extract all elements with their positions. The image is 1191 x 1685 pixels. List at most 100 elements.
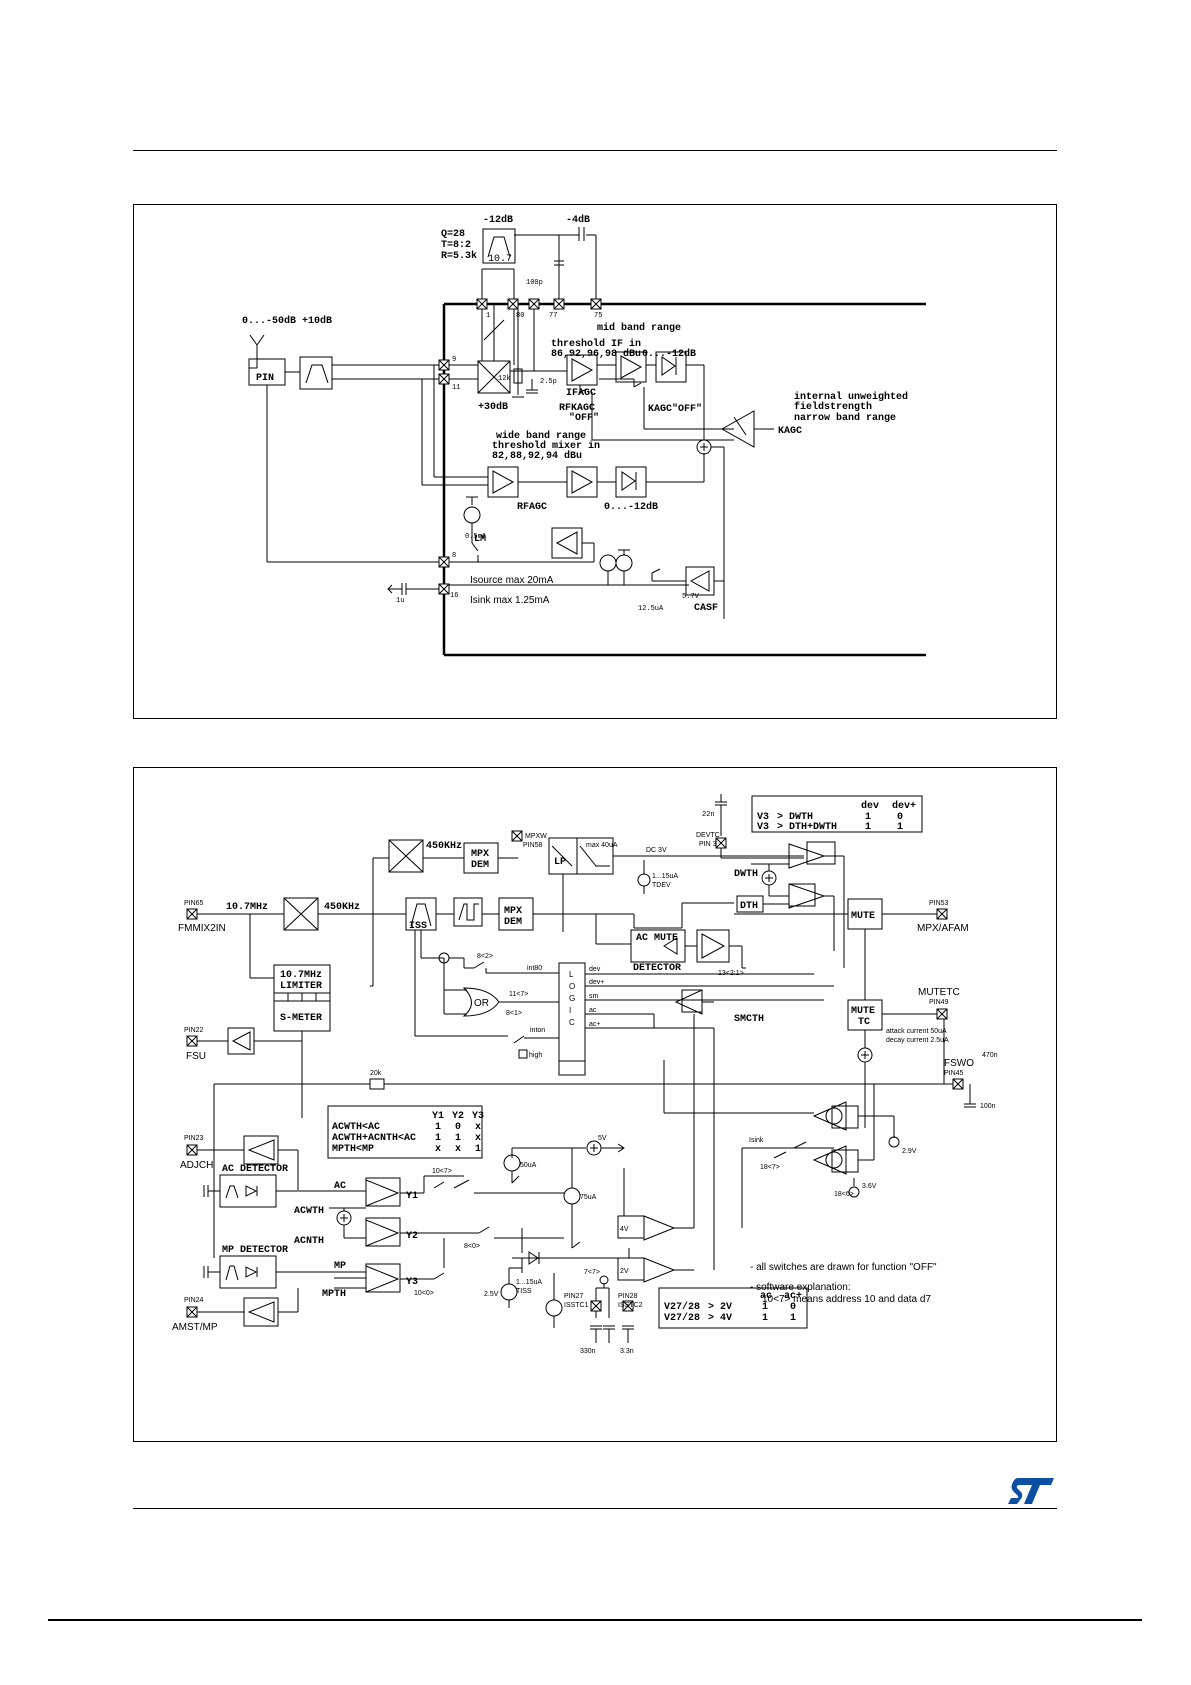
f450-top-label: 450KHz	[426, 841, 462, 852]
devtc-pin-label: PIN 3	[699, 841, 717, 848]
ac-table-r1-c3: 1	[762, 1302, 768, 1313]
attack-current-label: attack current 50uA	[886, 1028, 947, 1035]
footer-rule	[133, 1508, 1057, 1509]
note-1: - all switches are drawn for function "O…	[750, 1262, 937, 1273]
dc-3v-label: DC 3V	[646, 847, 667, 854]
mp-label: MP	[334, 1261, 346, 1272]
casf-label: CASF	[694, 603, 718, 614]
ifagc-label: IFAGC	[566, 388, 596, 399]
pin27-label: PIN27	[564, 1293, 584, 1300]
ac-table-r1-c2: > 2V	[708, 1302, 732, 1313]
note-3: 10<7> means address 10 and data d7	[762, 1294, 931, 1305]
or-gate-label: OR	[474, 998, 489, 1009]
y-table-r3-cond: MPTH<MP	[332, 1144, 374, 1155]
adjch-label: ADJCH	[180, 1160, 213, 1171]
mpth-label: MPTH	[322, 1289, 346, 1300]
wide-band-label-2: threshold mixer in	[492, 440, 600, 452]
ac-mute-label: AC MUTE	[636, 933, 678, 944]
ac-table-r2-c1: V27/28	[664, 1312, 700, 1324]
logic-out-acplus: ac+	[589, 1021, 600, 1028]
cap-33n-label: 3.3n	[620, 1348, 634, 1355]
logic-c: C	[569, 1018, 575, 1027]
y-table-r2-y2: 1	[455, 1133, 461, 1144]
rfkagc-off-label: "OFF"	[569, 412, 599, 424]
ac-table-header-ac: ac	[760, 1291, 772, 1302]
decay-current-label: decay current 2.5uA	[886, 1037, 949, 1044]
pin28-label: PIN28	[618, 1293, 638, 1300]
lm-label: LM	[474, 534, 486, 545]
agc-block-diagram-panel: -12dB Q=28 T=8:2 R=5.3k 10.7 -4dB 100p 1…	[133, 204, 1057, 719]
y-table-r1-y2: 0	[455, 1122, 461, 1133]
kagc-off-label: KAGC"OFF"	[648, 403, 702, 415]
mpx-dem-top-2: DEM	[471, 860, 489, 871]
internal-label-2: fieldstrength	[794, 401, 872, 413]
src-125ua-label: 12.5uA	[638, 605, 664, 613]
pin24-label: PIN24	[184, 1297, 204, 1304]
wide-band-label-1: wide band range	[496, 430, 586, 442]
rf-range-label: 0...-50dB +10dB	[242, 315, 332, 327]
threshold-if-label: threshold IF in	[551, 338, 641, 350]
dev-table-r2-c1: V3	[757, 822, 769, 833]
acnth-label: ACNTH	[294, 1236, 324, 1247]
inton-label: inton	[530, 1027, 545, 1034]
dev-table-header-dev: dev	[861, 800, 879, 812]
logic-out-devplus: dev+	[589, 979, 604, 986]
logic-l: L	[569, 970, 574, 979]
limiter-label: LIMITER	[280, 981, 322, 992]
st-logo-icon	[1008, 1478, 1054, 1504]
mpxw-label: MPXW	[525, 833, 547, 840]
fm-stereo-block-diagram: dev dev+ V3 > DWTH 1 0 V3 > DTH+DWTH 1 1…	[172, 794, 998, 1355]
sw-8-1-label: 8<1>	[506, 1010, 522, 1017]
v2-label: 2V	[620, 1268, 629, 1275]
sw-8-0-label: 8<0>	[464, 1243, 480, 1250]
y-table-r2-y3: x	[475, 1133, 481, 1144]
ac-table-r2-c3: 1	[762, 1313, 768, 1324]
mutetc-label: MUTETC	[918, 987, 960, 998]
ac-label: AC	[334, 1181, 346, 1192]
src-50ua-label: 50uA	[520, 1162, 537, 1169]
gain-30db-label: +30dB	[478, 401, 508, 413]
fm-stereo-block-diagram-panel: dev dev+ V3 > DWTH 1 0 V3 > DTH+DWTH 1 1…	[133, 767, 1057, 1442]
pin-9-label: 9	[452, 356, 456, 364]
res-20k-label: 20k	[370, 1070, 382, 1077]
lp-label: LP	[554, 857, 566, 868]
y-table-r1-cond: ACWTH<AC	[332, 1122, 380, 1133]
cap-330n-label: 330n	[580, 1348, 596, 1355]
dth-label: DTH	[740, 901, 758, 912]
detector-label: DETECTOR	[633, 963, 681, 974]
rfkagc-label: RFKAGC	[559, 403, 595, 414]
y3-label: Y3	[406, 1277, 418, 1288]
threshold-if-values: 86,92,96,98 dBu	[551, 348, 641, 360]
pin49-label: PIN49	[929, 999, 949, 1006]
mpxw-pin-label: PIN58	[523, 842, 543, 849]
rfagc-label: RFAGC	[517, 502, 547, 513]
res-12k-label: 12k	[498, 375, 511, 383]
y-table-header-y3: Y3	[472, 1111, 484, 1122]
header-rule	[133, 150, 1057, 151]
filter-t-label: T=8:2	[441, 240, 471, 251]
dev-table-header-devplus: dev+	[892, 800, 916, 812]
pin45-label: PIN45	[944, 1070, 964, 1077]
sw-10-0-label: 10<0>	[414, 1290, 434, 1297]
tiss-label: TISS	[516, 1288, 532, 1295]
y1-label: Y1	[406, 1191, 418, 1202]
sw-13-21-label: 13<2:1>	[718, 970, 744, 977]
mpx-dem-2: DEM	[504, 917, 522, 928]
dwth-label: DWTH	[734, 869, 758, 880]
ac-table-r2-c4: 1	[790, 1313, 796, 1324]
y-table-r2-y1: 1	[435, 1133, 441, 1144]
y2-label: Y2	[406, 1231, 418, 1242]
gain-12db-label: -12dB	[483, 214, 513, 226]
dev-table-r2-c4: 1	[897, 822, 903, 833]
mute-tc-2: TC	[858, 1017, 870, 1028]
isink-label: Isink	[749, 1137, 764, 1144]
tiss-current-label: 1...15uA	[516, 1279, 542, 1286]
internal-label-1: internal unweighted	[794, 391, 908, 403]
ac-table-header-acplus: ac+	[784, 1291, 802, 1302]
pin-77-label: 77	[549, 312, 557, 320]
isource-label: Isource max 20mA	[470, 575, 554, 586]
sw-18-6-label: 18<6>	[834, 1191, 854, 1198]
gain-4db-label: -4dB	[566, 214, 590, 226]
dev-table-r2-c3: 1	[865, 822, 871, 833]
pin65-label: PIN65	[184, 900, 204, 907]
